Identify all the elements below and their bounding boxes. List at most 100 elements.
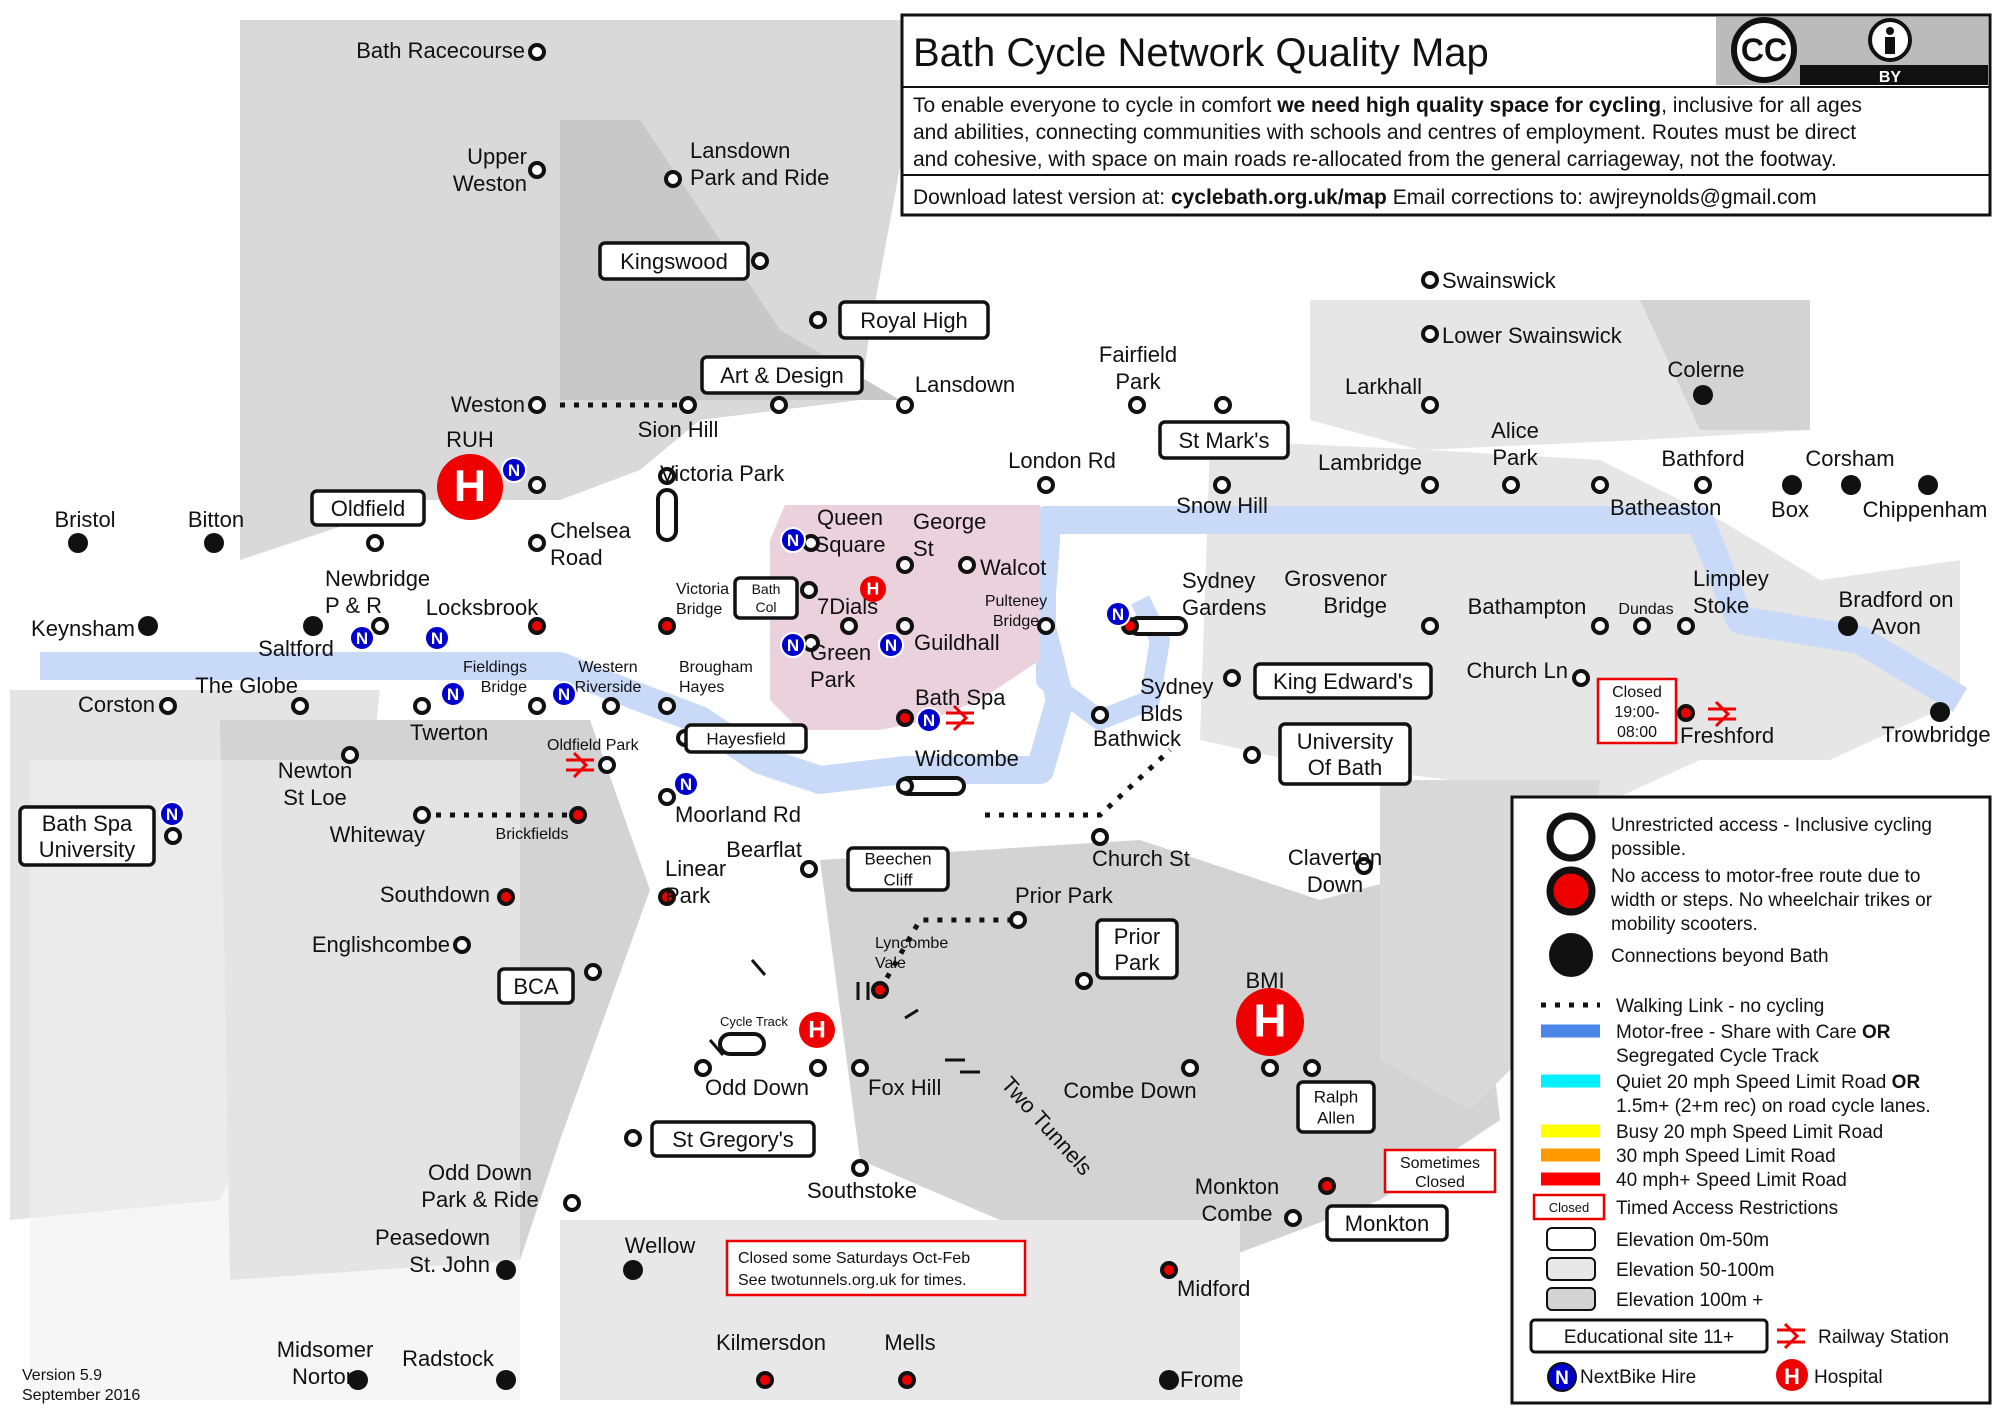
nextbike-icon: N (440, 681, 466, 707)
school-king-edward-s-label: King Edward's (1273, 669, 1413, 694)
station-twerton (413, 697, 431, 715)
label-victoria-bridge-1: Victoria (676, 581, 729, 598)
label-newbridge-p-r-2: P & R (325, 593, 382, 618)
station-7dials (840, 617, 858, 635)
label-claverton-down-1: Claverton (1288, 845, 1382, 870)
label-chelsea-road-1: Chelsea (550, 518, 631, 543)
label-snow-hill: Snow Hill (1176, 493, 1268, 518)
bridge-capsules (656, 488, 1188, 1056)
station-lower-swainswick (1421, 325, 1439, 343)
sometimes-closed-line-1: Sometimes (1400, 1155, 1480, 1172)
nextbike-symbol: N (508, 461, 520, 480)
station-bitton (204, 533, 224, 553)
sometimes-closed-line-2: Closed (1415, 1174, 1465, 1191)
nextbike-icon: N (780, 632, 806, 658)
version-label: Version 5.9 (22, 1367, 102, 1384)
station-newbridge-p-r (371, 617, 389, 635)
nextbike-icon: N (551, 681, 577, 707)
nextbike-icon: N (878, 632, 904, 658)
station-southstoke (851, 1159, 869, 1177)
label-moorland-rd: Moorland Rd (675, 802, 801, 827)
station-kingswood (751, 252, 769, 270)
label-peasedown-st-john-2: St. John (409, 1252, 490, 1277)
label-claverton-down-2: Down (1307, 872, 1363, 897)
station-larkhall (1421, 396, 1439, 414)
school-beechen-cliff-label-2: Cliff (884, 871, 913, 890)
station-prior-park-school (1075, 972, 1093, 990)
legend-elev50-swatch (1546, 1257, 1596, 1281)
station-bath-spa (896, 709, 914, 727)
station-wellow (623, 1260, 643, 1280)
legend-elev100: Elevation 100m + (1616, 1290, 1763, 1311)
label-upper-weston-1: Upper (467, 144, 527, 169)
label-corston: Corston (78, 692, 155, 717)
station-peasedown-st-john (496, 1260, 516, 1280)
label-fairfield-park-2: Park (1115, 369, 1161, 394)
station-bathampton (1591, 617, 1609, 635)
nextbike-icon: N (501, 457, 527, 483)
label-the-globe: The Globe (195, 673, 298, 698)
school-bath-col-label-2: Col (755, 599, 776, 615)
legend-timed: Timed Access Restrictions (1616, 1198, 1838, 1219)
school-prior-park-school-label-1: Prior (1114, 924, 1160, 949)
label-walcot: Walcot (980, 555, 1046, 580)
school-kingswood: Kingswood (598, 241, 750, 281)
label-combe-down: Combe Down (1063, 1078, 1196, 1103)
station-southdown (497, 888, 515, 906)
label-lansdown-park-and-ride-2: Park and Ride (690, 165, 829, 190)
label-midsomer-norton-2: Norton (292, 1364, 358, 1389)
label-ruh: RUH (446, 427, 494, 452)
download-link[interactable]: cyclebath.org.uk/map (1171, 186, 1387, 209)
school-oldfield-label: Oldfield (331, 496, 406, 521)
nextbike-symbol: N (923, 711, 935, 730)
legend-nextbike: NextBike Hire (1580, 1367, 1696, 1388)
station-midford (1160, 1261, 1178, 1279)
station-batheaston (1591, 476, 1609, 494)
label-newton-st-loe-1: Newton (278, 758, 353, 783)
label-odd-down: Odd Down (705, 1075, 809, 1100)
by-text: BY (1879, 69, 1902, 86)
hospital-symbol: H (1253, 994, 1286, 1046)
label-bath-racecourse: Bath Racecourse (356, 38, 525, 63)
school-ralph-allen-label-1: Ralph (1314, 1088, 1358, 1107)
station-fox-hill (851, 1059, 869, 1077)
legend-educational-swatch (1529, 1318, 1769, 1354)
label-pulteney-bridge-1: Pulteney (985, 593, 1047, 610)
label-sydney-gardens-1: Sydney (1182, 568, 1255, 593)
legend-hospital: Hospital (1814, 1367, 1883, 1388)
hospital-symbol: H (808, 1017, 826, 1044)
school-hayesfield-label: Hayesfield (706, 730, 785, 749)
station-widcombe (896, 777, 914, 795)
station-fieldings-bridge (528, 697, 546, 715)
label-monkton-combe-2: Combe (1202, 1201, 1273, 1226)
legend-no-access-2: width or steps. No wheelchair trikes or (1610, 890, 1933, 911)
label-pulteney-bridge-2: Bridge (993, 613, 1039, 630)
closed-timed-box: Closed 19:00- 08:00 (1596, 677, 1678, 745)
label-odd-down-park-ride-1: Odd Down (428, 1160, 532, 1185)
label-midford: Midford (1177, 1276, 1250, 1301)
legend-nextbike-icon (1547, 1362, 1577, 1392)
intro-line-1: To enable everyone to cycle in comfort w… (913, 94, 1862, 117)
closed-box-line-2: 19:00- (1614, 704, 1659, 721)
legend-motor-free-2: Segregated Cycle Track (1616, 1046, 1819, 1067)
legend-no-access-3: mobility scooters. (1611, 914, 1758, 935)
cycle-track-label: Cycle Track (720, 1014, 788, 1029)
station-box (1782, 475, 1802, 495)
legend-elev100-swatch (1546, 1287, 1596, 1311)
hospital-symbol: H (867, 578, 880, 598)
legend-40mph: 40 mph+ Speed Limit Road (1616, 1170, 1847, 1191)
station-weston (528, 396, 546, 414)
label-kilmersdon: Kilmersdon (716, 1330, 826, 1355)
label-widcombe: Widcombe (915, 746, 1019, 771)
station-swainswick (1421, 271, 1439, 289)
label-church-ln: Church Ln (1466, 658, 1568, 683)
station-corston (159, 697, 177, 715)
